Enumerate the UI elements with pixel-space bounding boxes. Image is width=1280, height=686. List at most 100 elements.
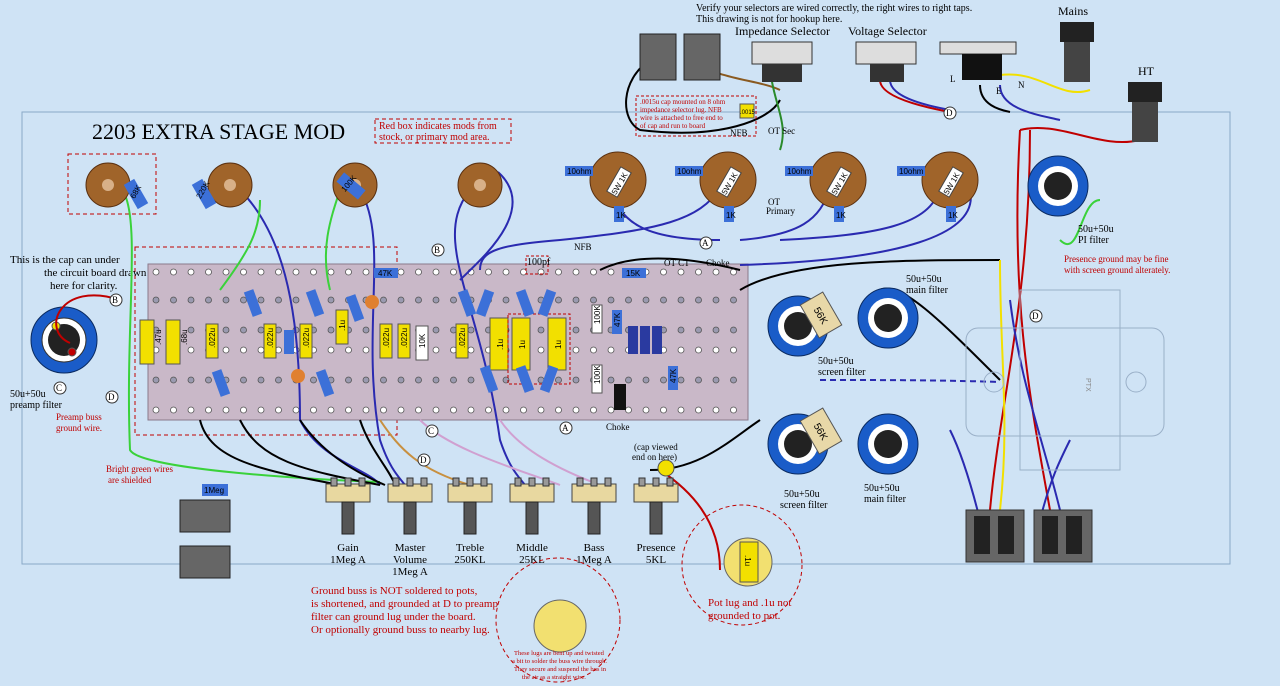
label-choke-2: Choke: [606, 422, 630, 432]
note-cap-mount-1: .0015u cap mounted on 8 ohm: [640, 98, 726, 106]
note-red-box-1: Red box indicates mods from: [379, 121, 497, 132]
lug-detail-circle: [495, 557, 621, 683]
pot-presence[interactable]: [633, 477, 679, 535]
input-jack-1: [179, 499, 231, 533]
label-r100k-3: 100K: [593, 365, 602, 384]
label-nfb-1: NFB: [730, 128, 748, 138]
note-preamp-buss-1: Preamp buss: [56, 412, 102, 422]
label-voltage-selector: Voltage Selector: [848, 24, 927, 38]
pot-bass[interactable]: [571, 477, 617, 535]
label-100pf: 100pf: [527, 257, 551, 268]
label-c1u-detail: .1u: [743, 555, 752, 566]
power-transformer: PTX: [965, 289, 1165, 471]
marker-c-2: C: [428, 426, 434, 436]
label-r15k: 15K: [626, 269, 641, 278]
label-screen-filter-top-2: screen filter: [818, 367, 866, 378]
note-bright-green-2: are shielded: [108, 475, 152, 485]
input-jacks: 1Meg: [179, 484, 231, 579]
label-c022u-2: .022u: [266, 328, 275, 348]
label-e: E: [996, 86, 1002, 96]
label-c1u-3: 1u: [518, 340, 527, 349]
pot-master-volume[interactable]: [387, 477, 433, 535]
ht-fuse: [1128, 82, 1162, 102]
label-main-filter-top-1: 50u+50u: [906, 274, 942, 285]
label-choke-1: Choke: [706, 258, 730, 268]
pot-label-3-0: Middle: [516, 542, 548, 554]
label-r47k: 47K: [378, 269, 393, 278]
note-ground-buss-2: is shortened, and grounded at D to pream…: [311, 598, 498, 610]
pot-label-0-1: 1Meg A: [330, 554, 366, 566]
marker-d-4: D: [1032, 311, 1039, 321]
label-c1u-4: 1u: [554, 340, 563, 349]
note-cap-can-2: the circuit board drawn: [44, 267, 147, 279]
label-ht: HT: [1138, 64, 1155, 78]
note-cap-viewed-2: end on here): [632, 452, 677, 462]
markers: B C D B C D A A D D: [53, 106, 1043, 467]
note-ground-buss-1: Ground buss is NOT soldered to pots,: [311, 585, 478, 597]
note-cap-mount-4: of cap and run to board: [640, 122, 706, 130]
filter-caps: 50u+50u PI filter Presence ground may be…: [767, 155, 1170, 511]
label-pi-filter-1: 50u+50u: [1078, 224, 1114, 235]
label-n: N: [1018, 80, 1025, 90]
pot-treble[interactable]: [447, 477, 493, 535]
input-jack-2: [179, 545, 231, 579]
marker-d-1: D: [108, 392, 115, 402]
label-c0015: .0015: [740, 110, 756, 116]
label-10ohm-4: 10ohm: [899, 167, 924, 176]
pot-middle[interactable]: [509, 477, 555, 535]
mod-area-tube-box: [67, 153, 157, 215]
note-lugs-3: They secure and suspend the bus in: [514, 666, 607, 673]
marker-b-1: B: [112, 295, 118, 305]
note-presence-ground-1: Presence ground may be fine: [1064, 254, 1168, 264]
output-sockets: [965, 509, 1093, 563]
label-1meg: 1Meg: [204, 486, 224, 495]
label-1k-1: 1K: [616, 211, 626, 220]
speaker-jack-2: [683, 33, 721, 81]
label-c022u-1: .022u: [208, 328, 217, 348]
pot-label-3-1: 25KL: [519, 554, 545, 566]
pot-label-1-1: Volume: [393, 554, 427, 566]
label-1k-2: 1K: [726, 211, 736, 220]
note-presence-ground-2: with screen ground alterately.: [1064, 265, 1170, 275]
note-lugs-1: These lugs are bent up and twisted: [514, 650, 605, 657]
note-preamp-buss-2: ground wire.: [56, 423, 102, 433]
note-red-box-2: stock, or primary mod area.: [379, 132, 490, 143]
label-main-filter-bot-1: 50u+50u: [864, 483, 900, 494]
pot-label-2-0: Treble: [456, 542, 484, 554]
label-c47u: .47u: [154, 329, 163, 345]
mains-switch: [962, 54, 1002, 80]
mod-area-box: [134, 246, 398, 436]
label-screen-filter-bot-1: 50u+50u: [784, 489, 820, 500]
note-lugs-4: the air as a straight wire.: [522, 674, 586, 681]
pot-gain[interactable]: [325, 477, 371, 535]
label-ot-primary-2: Primary: [766, 206, 795, 216]
label-1k-4: 1K: [948, 211, 958, 220]
note-bright-green-1: Bright green wires: [106, 464, 173, 474]
preamp-tubes: 68K 220K 100K: [85, 162, 503, 210]
label-ot-ct: OT CT: [664, 258, 690, 268]
label-c022u-6: .022u: [458, 328, 467, 348]
label-preamp-filter-2: preamp filter: [10, 400, 63, 411]
mains-fuse: [1060, 22, 1094, 42]
label-c022u-5: .022u: [400, 328, 409, 348]
label-pi-filter-2: PI filter: [1078, 235, 1109, 246]
output-section: Verify your selectors are wired correctl…: [574, 3, 972, 432]
page-title: 2203 EXTRA STAGE MOD: [92, 119, 345, 144]
note-cap-mount-2: impedance selector lug. NFB: [640, 106, 722, 114]
label-main-filter-bot-2: main filter: [864, 494, 907, 505]
note-verify-1: Verify your selectors are wired correctl…: [696, 3, 972, 14]
label-r47k-3: 47K: [669, 368, 678, 383]
pot-label-1-0: Master: [395, 542, 426, 554]
label-screen-filter-bot-2: screen filter: [780, 500, 828, 511]
label-10ohm-2: 10ohm: [677, 167, 702, 176]
label-r100k-2: 100K: [593, 305, 602, 324]
chassis-outline: [21, 111, 1231, 565]
note-verify-2: This drawing is not for hookup here.: [696, 14, 842, 25]
impedance-selector: [751, 41, 813, 65]
label-1k-3: 1K: [836, 211, 846, 220]
label-c1u-1: .1u: [338, 320, 347, 331]
note-lugs-2: a bit to solder the buss wire through.: [512, 658, 607, 665]
pot-label-4-1: 1Meg A: [576, 554, 612, 566]
note-ground-buss-3: filter can ground lug under the board.: [311, 611, 476, 623]
